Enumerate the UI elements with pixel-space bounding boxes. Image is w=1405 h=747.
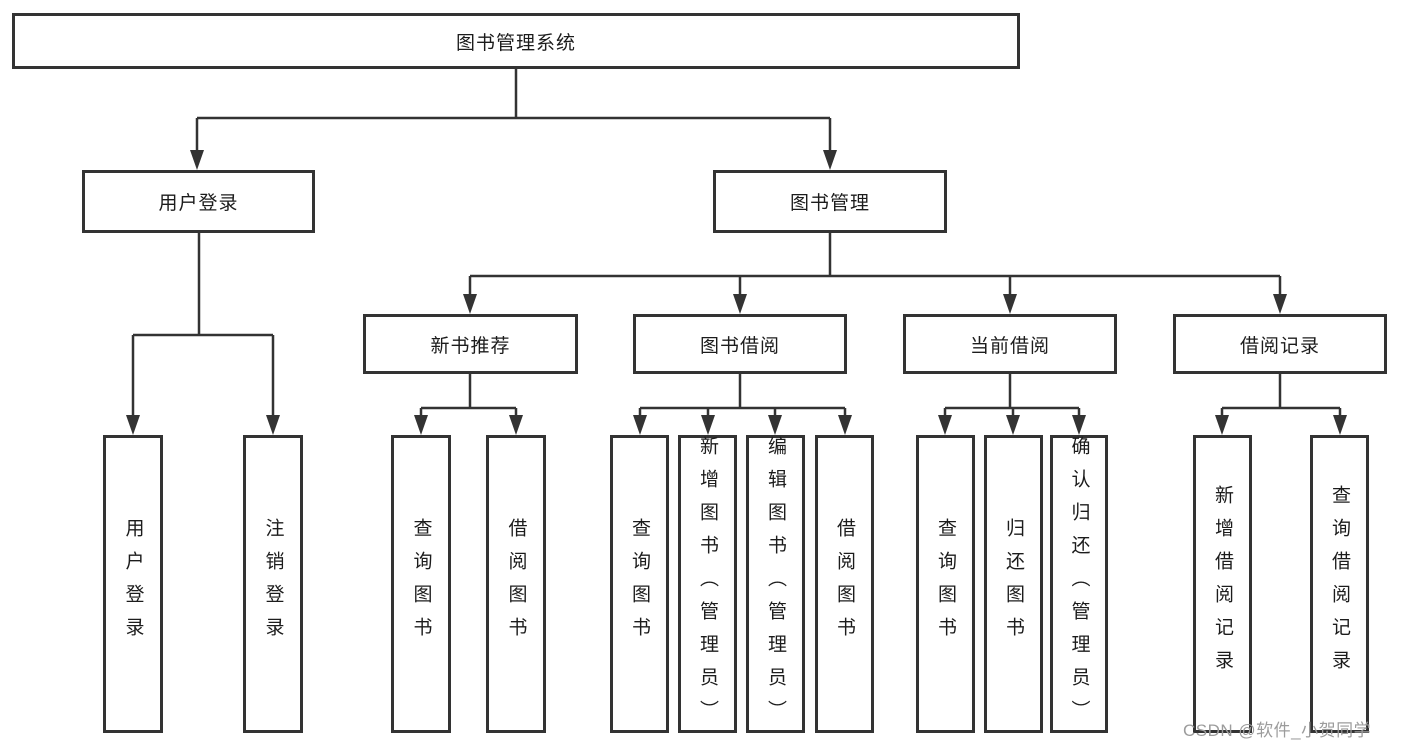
node-leaf-add-borrow-record-label: 新增借阅记录 <box>1212 485 1233 683</box>
node-current-borrowing-label: 当前借阅 <box>969 335 1050 357</box>
node-book-management: 图书管理 <box>713 170 947 233</box>
node-system-root: 图书管理系统 <box>12 13 1020 69</box>
node-user-login-label: 用户登录 <box>158 193 239 214</box>
node-borrowing-records: 借阅记录 <box>1173 314 1387 374</box>
node-leaf-return-books-label: 归还图书 <box>1003 518 1024 650</box>
node-new-book-recommendation: 新书推荐 <box>363 314 578 374</box>
node-leaf-query-books-borrow-label: 查询图书 <box>629 518 650 650</box>
node-leaf-logout: 注销登录 <box>243 435 303 733</box>
node-leaf-confirm-return-admin-label: 确认归还（管理员） <box>1068 435 1090 733</box>
node-leaf-add-books-admin-label: 新增图书（管理员） <box>697 435 718 733</box>
node-user-login: 用户登录 <box>82 170 315 233</box>
node-leaf-query-books-recommend-label: 查询图书 <box>410 518 432 650</box>
node-leaf-query-books-current: 查询图书 <box>916 435 975 733</box>
node-leaf-borrow-books-borrow: 借阅图书 <box>815 435 874 733</box>
node-system-root-label: 图书管理系统 <box>455 32 576 54</box>
node-leaf-user-login: 用户登录 <box>103 435 163 733</box>
node-book-borrowing-label: 图书借阅 <box>699 335 780 357</box>
node-leaf-query-books-borrow: 查询图书 <box>610 435 669 733</box>
node-new-book-recommendation-label: 新书推荐 <box>430 335 511 357</box>
node-leaf-borrow-books-recommend-label: 借阅图书 <box>505 518 527 650</box>
node-leaf-add-borrow-record: 新增借阅记录 <box>1193 435 1252 733</box>
node-book-management-label: 图书管理 <box>789 193 870 214</box>
node-leaf-borrow-books-recommend: 借阅图书 <box>486 435 546 733</box>
node-leaf-confirm-return-admin: 确认归还（管理员） <box>1050 435 1108 733</box>
node-book-borrowing: 图书借阅 <box>633 314 847 374</box>
node-leaf-edit-books-admin: 编辑图书（管理员） <box>746 435 805 733</box>
node-leaf-user-login-label: 用户登录 <box>122 518 144 650</box>
node-leaf-query-books-recommend: 查询图书 <box>391 435 451 733</box>
watermark: CSDN @软件_小贺同学 <box>1183 721 1372 740</box>
node-leaf-query-borrow-record-label: 查询借阅记录 <box>1329 485 1350 683</box>
node-leaf-logout-label: 注销登录 <box>262 518 284 650</box>
node-leaf-borrow-books-borrow-label: 借阅图书 <box>834 518 855 650</box>
node-borrowing-records-label: 借阅记录 <box>1239 335 1320 357</box>
node-leaf-query-borrow-record: 查询借阅记录 <box>1310 435 1369 733</box>
node-leaf-add-books-admin: 新增图书（管理员） <box>678 435 737 733</box>
node-leaf-query-books-current-label: 查询图书 <box>935 518 956 650</box>
node-current-borrowing: 当前借阅 <box>903 314 1117 374</box>
node-leaf-edit-books-admin-label: 编辑图书（管理员） <box>765 435 786 733</box>
node-leaf-return-books: 归还图书 <box>984 435 1043 733</box>
